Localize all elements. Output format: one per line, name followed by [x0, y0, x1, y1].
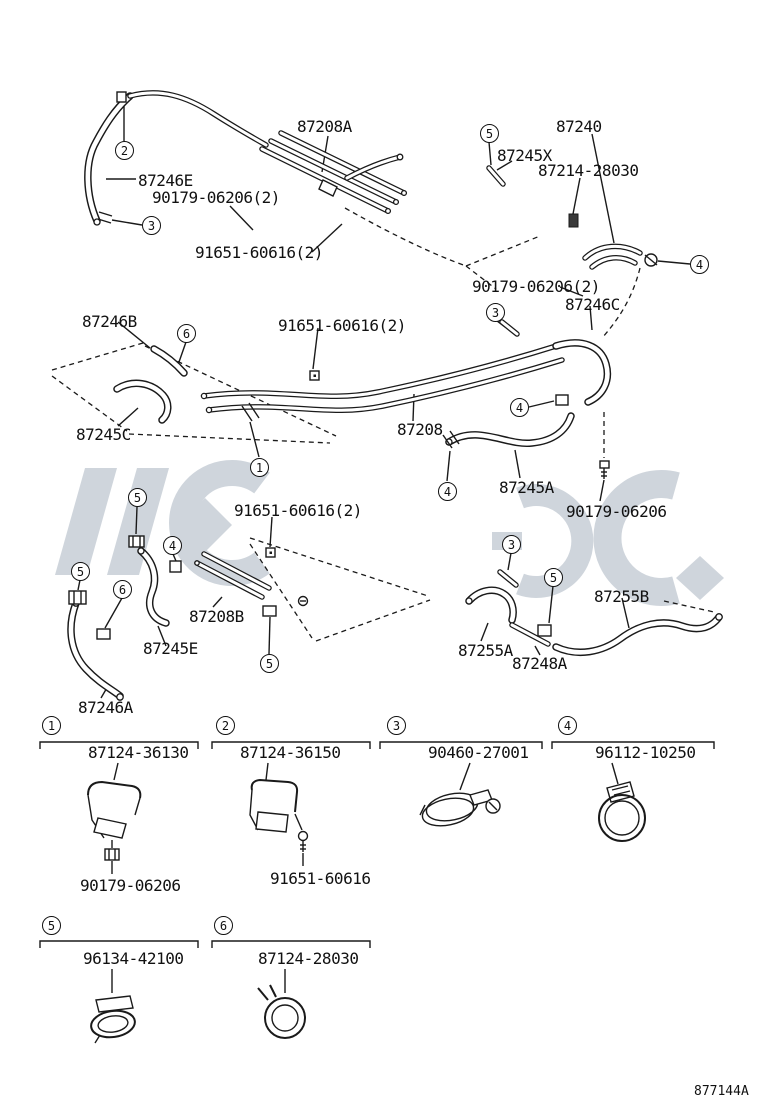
callout-4-b: 4	[510, 398, 529, 417]
part-label-87248a: 87248A	[512, 654, 567, 673]
part-label-87246a: 87246A	[78, 698, 133, 717]
part-label-87214-28030: 87214-28030	[538, 161, 639, 180]
hose-87245a	[449, 416, 571, 443]
legend-part-87124-36130: 87124-36130	[88, 743, 189, 762]
fitting-small-right	[502, 322, 517, 334]
legend-drawing-clamp-90460-27001	[419, 762, 501, 827]
fitting-87245x	[489, 168, 503, 184]
callout-3-b: 3	[486, 303, 505, 322]
part-label-90179-06206-2-a: 90179-06206(2)	[152, 188, 280, 207]
part-label-87245x: 87245X	[497, 146, 552, 165]
clamps-and-fittings	[68, 91, 658, 640]
callout-5-c: 5	[71, 562, 90, 581]
pipe-end-caps	[72, 153, 723, 701]
legend-part-96112-10250: 96112-10250	[595, 743, 696, 762]
pipe-clip-icon	[116, 91, 127, 103]
legend-drawing-clamp-87124-36130	[87, 762, 142, 874]
part-label-87208a: 87208A	[297, 117, 352, 136]
legend-subpart-91651-60616: 91651-60616	[270, 869, 371, 888]
pipe-assembly-87208	[204, 346, 562, 410]
clamp-icon-87208b	[262, 605, 277, 617]
part-label-90179-06206: 90179-06206	[566, 502, 667, 521]
legend-callout-3: 3	[387, 716, 406, 735]
legend-drawing-clamp-96134-42100	[90, 969, 136, 1044]
part-label-87245e: 87245E	[143, 639, 198, 658]
nut-icon	[104, 848, 120, 861]
part-label-87246e: 87246E	[138, 171, 193, 190]
legend-brackets	[39, 741, 715, 948]
legend-callout-6: 6	[214, 916, 233, 935]
part-label-87246c: 87246C	[565, 295, 620, 314]
part-label-91651-60616-2-c: 91651-60616(2)	[234, 501, 362, 520]
pipe-assembly-87208a	[262, 133, 404, 211]
legend-part-96134-42100: 96134-42100	[83, 949, 184, 968]
part-label-91651-60616-2-b: 91651-60616(2)	[278, 316, 406, 335]
callout-5-e: 5	[260, 654, 279, 673]
part-label-87245a: 87245A	[499, 478, 554, 497]
legend-subpart-90179-06206: 90179-06206	[80, 876, 181, 895]
callout-1: 1	[250, 458, 269, 477]
clamp-icon-87245e	[128, 535, 145, 548]
hose-87245e	[141, 551, 166, 623]
part-label-87246b: 87246B	[82, 312, 137, 331]
callout-4-d: 4	[163, 536, 182, 555]
hose-87255a	[469, 590, 513, 620]
pipe-top	[130, 93, 266, 145]
part-label-87245c: 87245C	[76, 425, 131, 444]
fitting-small-lower-right	[500, 572, 516, 585]
hose-87255b	[556, 617, 719, 652]
part-label-87255a: 87255A	[456, 641, 515, 660]
callout-6-a: 6	[177, 324, 196, 343]
callout-4-a: 4	[690, 255, 709, 274]
pipe-connector-icon	[318, 179, 338, 197]
legend-callout-1: 1	[42, 716, 61, 735]
clamp-icon-87246c	[555, 394, 569, 406]
callout-2: 2	[115, 141, 134, 160]
hose-87246a	[71, 603, 120, 696]
bolt-head-icon	[297, 830, 309, 842]
callout-6-b: 6	[113, 580, 132, 599]
legend-callout-2: 2	[216, 716, 235, 735]
legend-callout-5: 5	[42, 916, 61, 935]
callout-3-a: 3	[142, 216, 161, 235]
pipe-assembly-87240	[585, 246, 640, 267]
drawing-number: 877144A	[694, 1084, 749, 1099]
part-label-91651-60616-2-a: 91651-60616(2)	[195, 243, 323, 262]
legend-drawing-clamp-96112-10250	[598, 762, 646, 842]
legend-callout-4: 4	[558, 716, 577, 735]
hose-87245c	[117, 383, 168, 420]
stud-87214-icon	[568, 213, 579, 228]
part-label-87255b: 87255B	[594, 587, 649, 606]
fitting-icon-mid-left	[169, 560, 182, 573]
callout-5-b: 5	[128, 488, 147, 507]
part-label-87208: 87208	[397, 420, 443, 439]
dashed-construction-lines	[51, 207, 715, 642]
hose-87246c	[556, 343, 607, 402]
part-label-90179-06206-2-b: 90179-06206(2)	[472, 277, 600, 296]
clamp-icon-87248a	[537, 624, 552, 637]
callout-3-c: 3	[502, 535, 521, 554]
clamp-icon-87246a-top	[68, 590, 87, 605]
part-label-87240: 87240	[556, 117, 602, 136]
legend-drawing-clamp-87124-36150	[249, 762, 309, 866]
legend-part-90460-27001: 90460-27001	[428, 743, 529, 762]
callout-4-c: 4	[438, 482, 457, 501]
callout-5-a: 5	[480, 124, 499, 143]
part-label-87208b: 87208B	[187, 607, 246, 626]
clip-icon-87246a	[96, 628, 111, 640]
legend-drawing-clamp-87124-28030	[257, 969, 306, 1039]
bolt-icon-right	[599, 460, 610, 469]
callout-5-d: 5	[544, 568, 563, 587]
watermark	[55, 460, 724, 606]
legend-part-87124-36150: 87124-36150	[240, 743, 341, 762]
legend-part-87124-28030: 87124-28030	[258, 949, 359, 968]
